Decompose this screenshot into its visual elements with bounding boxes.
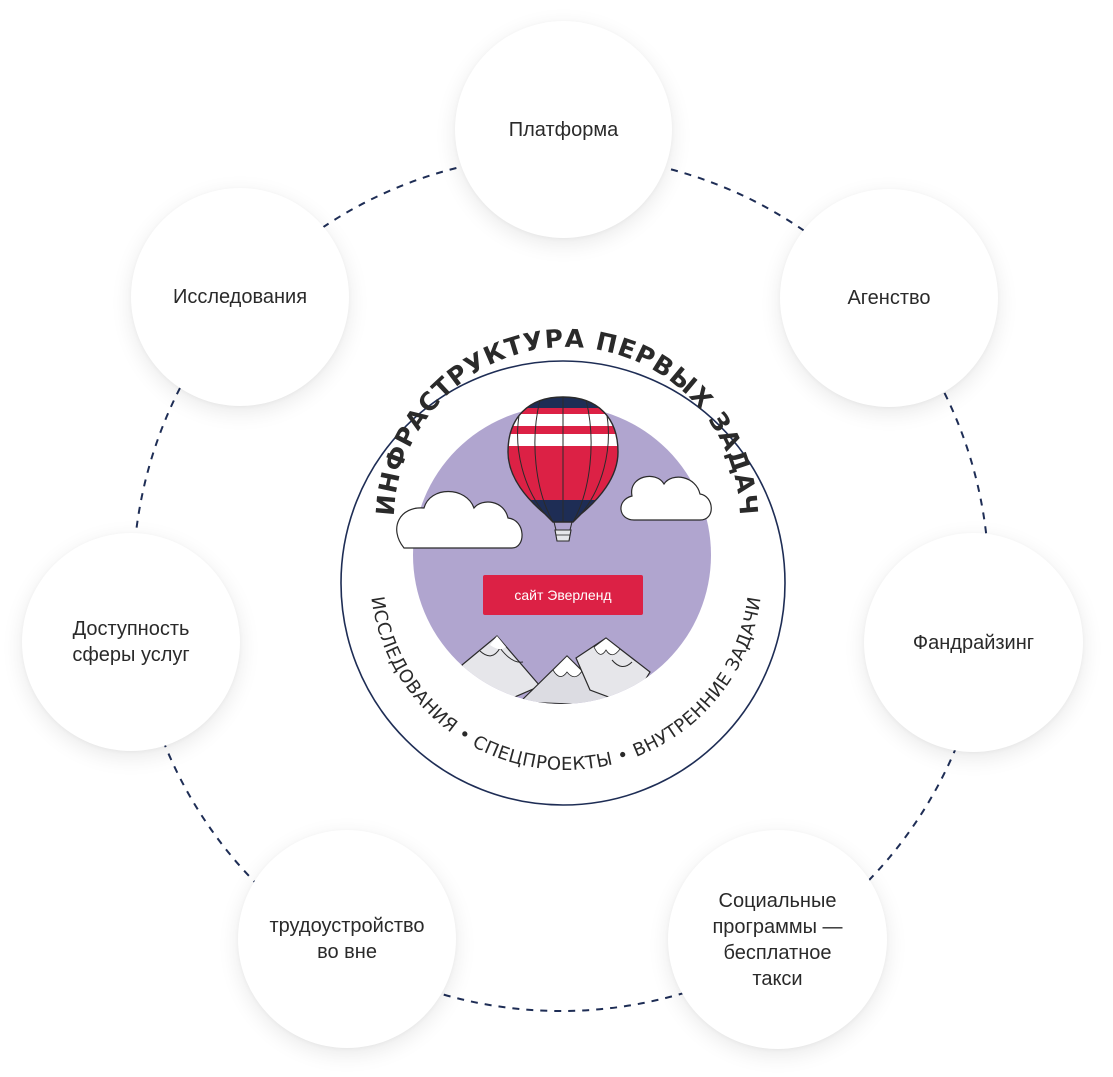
node-employment[interactable]: трудоустройство во вне: [238, 830, 456, 1048]
node-research[interactable]: Исследования: [131, 188, 349, 406]
node-platforma[interactable]: Платформа: [455, 21, 672, 238]
cloud-icon: [396, 490, 523, 549]
node-label: Доступность сферы услуг: [72, 618, 190, 666]
node-label: Фандрайзинг: [912, 631, 1035, 654]
node-label: Исследования: [172, 286, 308, 308]
node-fandraising[interactable]: Фандрайзинг: [864, 533, 1083, 752]
everland-site-button[interactable]: сайт Эверленд: [483, 575, 643, 615]
hot-air-balloon-icon: [507, 396, 619, 542]
node-label: Платформа: [508, 118, 619, 141]
node-label: трудоустройство во вне: [269, 915, 425, 963]
node-accessibility[interactable]: Доступность сферы услуг: [22, 533, 240, 751]
cloud-icon: [620, 475, 712, 521]
node-label: Агенство: [847, 287, 931, 309]
node-social-programs[interactable]: Социальные программы — бесплатное такси: [668, 830, 887, 1049]
center-emblem: ИНФРАСТРУКТУРА ПЕРВЫХ ЗАДАЧ ИССЛЕДОВАНИЯ…: [340, 324, 786, 806]
node-label: Социальные программы — бесплатное такси: [712, 889, 843, 990]
node-agentstvo[interactable]: Агенство: [780, 189, 998, 407]
